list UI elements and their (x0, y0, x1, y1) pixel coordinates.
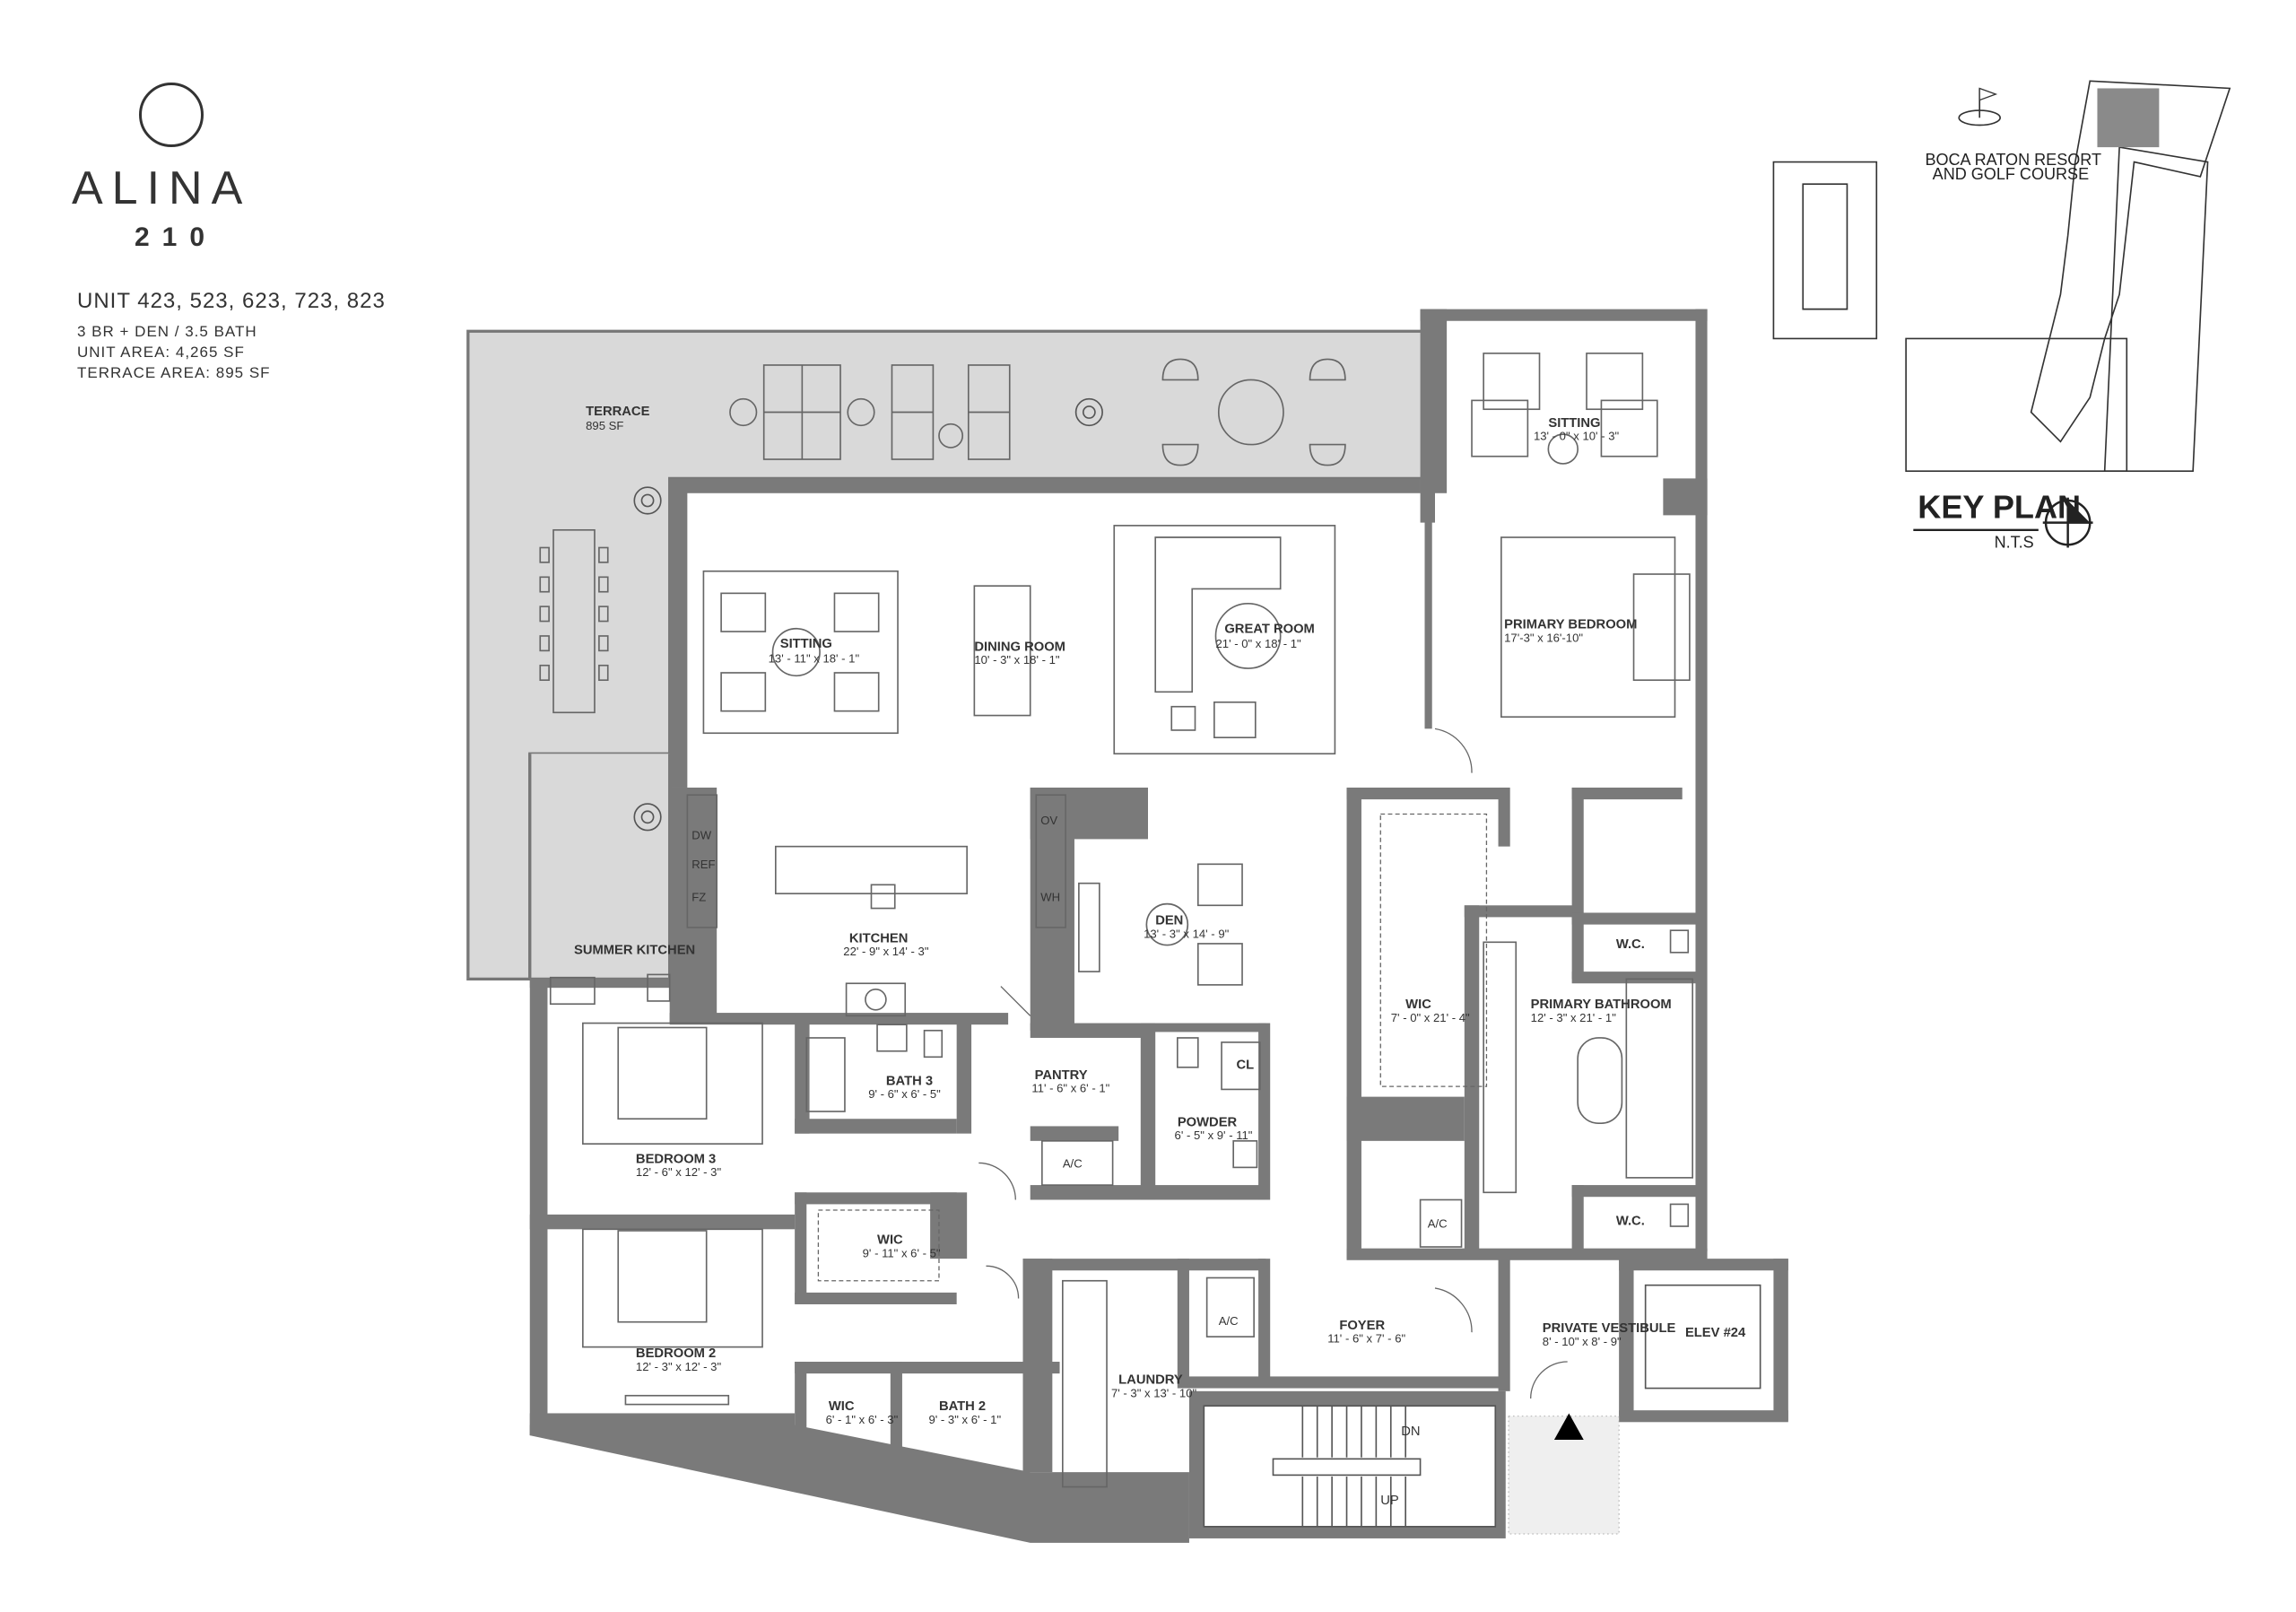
room-wic-bed2: WIC (829, 1399, 855, 1414)
appliance-ref-label: REF (691, 858, 715, 871)
room-primary-sitting-dim: 13' - 0" x 10' - 3" (1534, 430, 1620, 443)
room-laundry-dim: 7' - 3" x 13' - 10" (1111, 1386, 1197, 1399)
appliance-wh-label: WH (1040, 890, 1060, 903)
appliance-dw-label: DW (691, 828, 711, 841)
room-great-room-dim: 21' - 0" x 18' - 1" (1215, 637, 1301, 650)
room-private-vestibule-dim: 8' - 10" x 8' - 9" (1543, 1335, 1622, 1348)
room-bath2: BATH 2 (939, 1399, 986, 1414)
room-pantry: PANTRY (1035, 1068, 1088, 1083)
terrace-area-shape (466, 329, 1444, 980)
room-bedroom3-dim: 12' - 6" x 12' - 3" (636, 1165, 722, 1179)
plant-icon (633, 397, 1103, 832)
room-wc-upper: W.C. (1616, 937, 1645, 952)
room-private-vestibule: PRIVATE VESTIBULE (1543, 1321, 1676, 1336)
room-primary-bathroom-dim: 12' - 3" x 21' - 1" (1531, 1011, 1617, 1024)
room-wic-bed3-dim: 9' - 11" x 6' - 5" (863, 1246, 941, 1259)
unit-numbers: UNIT 423, 523, 623, 723, 823 (77, 289, 386, 313)
living-furniture (702, 353, 1691, 755)
unit-area: UNIT AREA: 4,265 SF (77, 344, 245, 361)
brand-name: ALINA (72, 162, 252, 214)
room-bedroom2-dim: 12' - 3" x 12' - 3" (636, 1360, 722, 1373)
key-plan-building-small (1772, 161, 1878, 340)
terrace-furniture (539, 358, 1346, 714)
resort-label-line1: BOCA RATON RESORT (1925, 151, 2101, 169)
room-bedroom2: BEDROOM 2 (636, 1346, 716, 1361)
room-wic-bed2-dim: 6' - 1" x 6' - 3" (826, 1413, 899, 1426)
room-wic-primary-dim: 7' - 0" x 21' - 4" (1391, 1011, 1470, 1024)
ac-label-laundry: A/C (1219, 1314, 1239, 1328)
room-closet: CL (1236, 1058, 1254, 1072)
unit-config: 3 BR + DEN / 3.5 BATH (77, 323, 257, 340)
terrace-area: TERRACE AREA: 895 SF (77, 364, 271, 381)
stair: DN UP (1203, 1405, 1497, 1528)
room-wic-bed3: WIC (877, 1233, 903, 1248)
elevator-cab (1644, 1284, 1761, 1390)
appliance-ov-label: OV (1040, 814, 1057, 827)
room-foyer: FOYER (1339, 1319, 1385, 1333)
key-plan-title: KEY PLAN (1918, 489, 2081, 526)
room-wic-primary: WIC (1405, 998, 1431, 1012)
ac-label-primary: A/C (1428, 1217, 1448, 1231)
bedroom3-wic-closet (817, 1209, 940, 1282)
stair-up-label: UP (1380, 1494, 1399, 1508)
room-sitting-dim: 13' - 11" x 18' - 1" (769, 651, 860, 665)
room-den: DEN (1155, 914, 1183, 928)
room-bedroom3: BEDROOM 3 (636, 1152, 716, 1166)
primary-bath-fixtures (1483, 929, 1693, 1227)
laundry-fixtures (1062, 1277, 1255, 1488)
resort-label-line2: AND GOLF COURSE (1933, 165, 2089, 183)
room-den-dim: 13' - 3" x 14' - 9" (1144, 927, 1230, 940)
key-plan-unit-highlight (2097, 88, 2160, 148)
room-great-room: GREAT ROOM (1224, 623, 1315, 637)
room-elevator: ELEV #24 (1685, 1326, 1746, 1340)
room-powder: POWDER (1178, 1115, 1238, 1129)
room-terrace-area: 895 SF (586, 419, 623, 432)
room-bath2-dim: 9' - 3" x 6' - 1" (928, 1413, 1001, 1426)
key-plan-scale: N.T.S (1995, 533, 2034, 551)
key-plan-building-main (1905, 80, 2231, 472)
room-pantry-dim: 11' - 6" x 6' - 1" (1031, 1082, 1109, 1095)
unit-info: UNIT 423, 523, 623, 723, 823 3 BR + DEN … (77, 289, 454, 383)
entry-arrow-icon (1553, 1413, 1584, 1440)
room-terrace: TERRACE (586, 405, 649, 419)
room-dining: DINING ROOM (974, 640, 1065, 654)
room-foyer-dim: 11' - 6" x 7' - 6" (1327, 1332, 1405, 1346)
room-primary-bedroom: PRIMARY BEDROOM (1504, 618, 1637, 632)
door-swings (978, 728, 1568, 1399)
brand-number: 210 (135, 222, 218, 252)
room-primary-bedroom-dim: 17'-3" x 16'-10" (1504, 632, 1583, 645)
stair-down-label: DN (1401, 1425, 1420, 1439)
room-primary-bathroom: PRIMARY BATHROOM (1531, 998, 1672, 1012)
room-dining-dim: 10' - 3" x 18' - 1" (974, 653, 1060, 667)
service-fixtures (805, 1024, 1261, 1186)
room-bath3: BATH 3 (886, 1074, 933, 1088)
appliance-fz-label: FZ (691, 890, 706, 903)
room-bath3-dim: 9' - 6" x 6' - 5" (868, 1087, 941, 1101)
room-powder-dim: 6' - 5" x 9' - 11" (1175, 1128, 1253, 1142)
room-kitchen: KITCHEN (849, 931, 909, 945)
room-primary-sitting: SITTING (1548, 416, 1600, 431)
room-laundry: LAUNDRY (1118, 1373, 1183, 1388)
den-furniture (1078, 863, 1243, 986)
room-sitting: SITTING (780, 637, 832, 651)
north-arrow-icon (2042, 497, 2093, 548)
key-plan: BOCA RATON RESORT AND GOLF COURSE KEY PL… (1772, 80, 2231, 551)
kitchen-furniture (549, 794, 1066, 1017)
primary-wic-closet (1379, 813, 1488, 1087)
ac-label-pantry: A/C (1063, 1156, 1083, 1170)
room-kitchen-dim: 22' - 9" x 14' - 3" (843, 945, 929, 958)
golf-flag-icon (1958, 87, 2001, 126)
ac-unit-primary (1419, 1198, 1463, 1248)
exterior-wall-angled (529, 1425, 1189, 1543)
room-summer-kitchen: SUMMER KITCHEN (574, 943, 695, 957)
logo-circle-icon (139, 83, 204, 147)
bedroom-furniture (582, 1022, 763, 1406)
room-wc-lower: W.C. (1616, 1214, 1645, 1228)
